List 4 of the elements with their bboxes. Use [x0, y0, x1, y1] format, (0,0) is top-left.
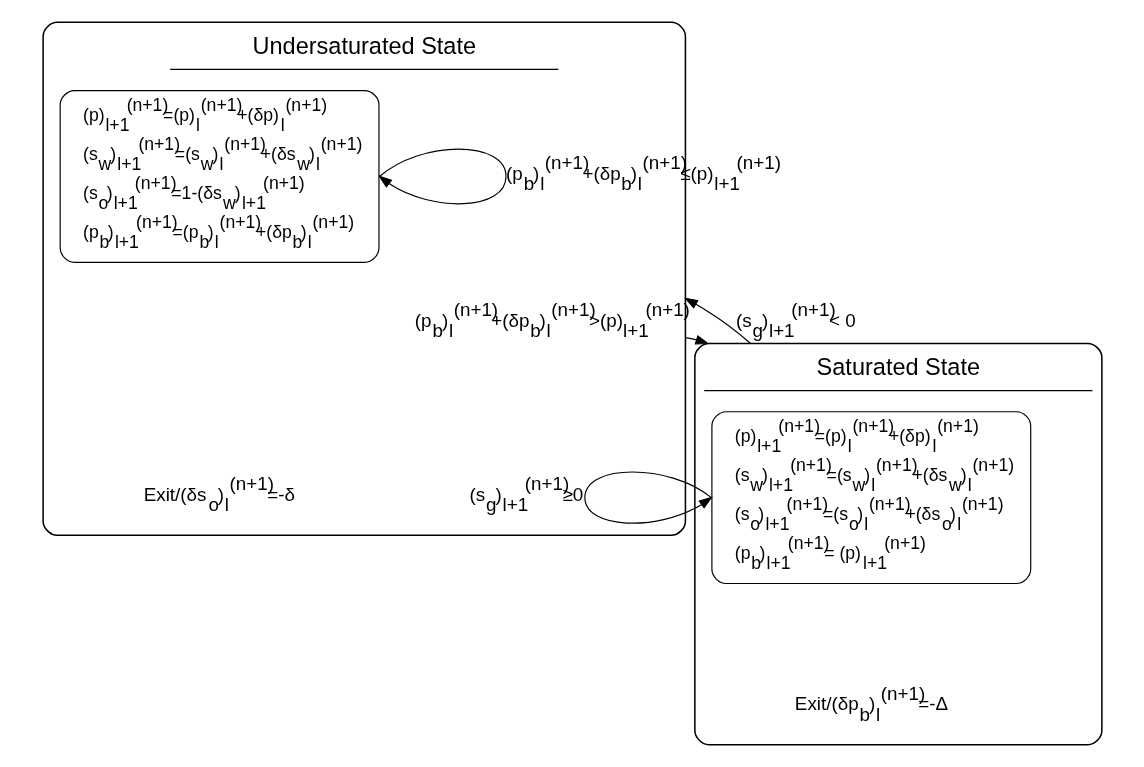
arrow [684, 335, 709, 345]
arrow [683, 297, 751, 345]
arrow [377, 148, 507, 205]
arrow [583, 471, 713, 524]
